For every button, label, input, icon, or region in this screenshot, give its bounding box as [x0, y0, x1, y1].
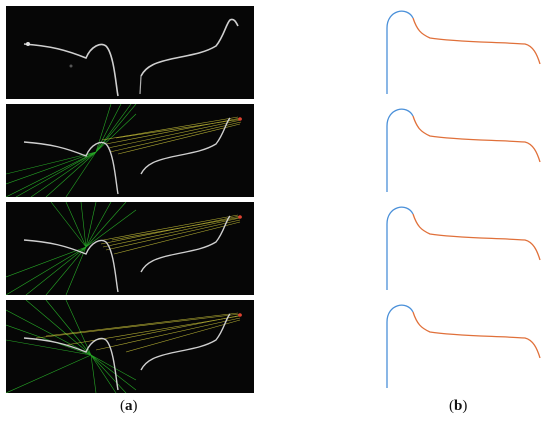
- ray-tracing-image-2: [6, 104, 243, 197]
- caption-b-letter: b: [454, 398, 463, 414]
- profile-curve-2: [386, 108, 541, 192]
- profile-plot-4: [375, 300, 550, 390]
- profile-plot-2: [375, 104, 550, 194]
- ray-tracing-image-3: [6, 202, 243, 295]
- camera-frame-4: [6, 300, 254, 393]
- profile-plot-3: [375, 202, 550, 292]
- camera-frame-1: [6, 6, 254, 99]
- camera-frame-2: [6, 104, 254, 197]
- caption-b: (b): [449, 398, 468, 414]
- profile-curve-4: [386, 304, 541, 388]
- camera-frame-3: [6, 202, 254, 295]
- ray-tracing-image-4: [6, 300, 243, 393]
- caption-a-letter: a: [125, 398, 133, 414]
- profile-plot-1: [375, 6, 550, 96]
- profile-curve-1: [386, 10, 541, 94]
- profile-curve-3: [386, 206, 541, 290]
- caption-a: (a): [120, 398, 138, 414]
- laser-stripe-image-1: [23, 18, 239, 97]
